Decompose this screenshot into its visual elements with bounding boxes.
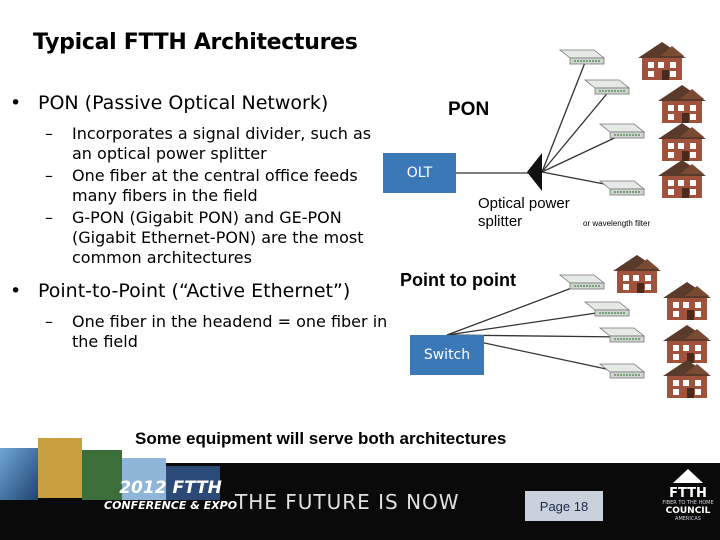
conference-logo-text: 2012 FTTH CONFERENCE & EXPO <box>104 480 237 514</box>
house-icon <box>658 85 706 123</box>
ont-device-icon <box>598 363 646 379</box>
ont-devices <box>558 49 646 379</box>
fiber-run <box>446 282 586 336</box>
sub-bullet: –One fiber in the headend = one fiber in… <box>10 312 390 352</box>
switch-box: Switch <box>410 335 484 375</box>
splitter-label: Optical power splitter or wavelength filt… <box>478 195 650 233</box>
bullet-p2p: • Point-to-Point (“Active Ethernet”) <box>10 280 390 302</box>
house-icon <box>638 42 686 80</box>
bullet-dot: • <box>10 92 22 114</box>
sub-bullet-text: One fiber in the headend = one fiber in … <box>72 312 388 351</box>
tagline: THE FUTURE IS NOW <box>235 490 460 514</box>
splitter-small-text: or wavelength filter <box>583 219 651 228</box>
council-tiny: FIBER TO THE HOME <box>662 500 714 506</box>
page-number: Page 18 <box>525 491 603 521</box>
ont-device-icon <box>583 301 631 317</box>
fiber-drop <box>541 59 587 173</box>
photo-tile <box>122 458 166 500</box>
bullet-dot: • <box>10 280 22 302</box>
strip-base <box>0 500 220 540</box>
pon-fibers <box>456 59 626 189</box>
sub-bullet-text: G-PON (Gigabit PON) and GE-PON (Gigabit … <box>72 208 364 267</box>
sub-bullet: –Incorporates a signal divider, such as … <box>10 124 390 164</box>
dash-marker: – <box>45 166 53 185</box>
footer-note: Some equipment will serve both architect… <box>135 429 507 448</box>
splitter-text: Optical power splitter <box>478 195 570 230</box>
fiber-drop <box>541 89 611 173</box>
p2p-subpoints: –One fiber in the headend = one fiber in… <box>10 312 390 352</box>
ftth-council-logo: FTTH FIBER TO THE HOME COUNCIL AMERICAS <box>660 468 716 522</box>
fiber-drop <box>541 132 626 173</box>
conference-year: 2012 FTTH <box>119 478 222 498</box>
dash-marker: – <box>45 208 53 227</box>
ont-device-icon <box>558 49 606 65</box>
bullet-pon: • PON (Passive Optical Network) <box>10 92 390 114</box>
council-big: FTTH <box>669 486 707 501</box>
conference-subtitle: CONFERENCE & EXPO <box>104 499 238 512</box>
house-icon <box>663 282 711 320</box>
sub-bullet: –One fiber at the central office feeds m… <box>10 166 390 206</box>
house-icon <box>658 123 706 161</box>
bullet-list: •PON (Passive Optical Network) –Incorpor… <box>10 92 390 364</box>
fiber-run <box>446 310 611 336</box>
council-mid: COUNCIL <box>665 506 711 516</box>
dash-marker: – <box>45 312 53 331</box>
sub-bullet-text: One fiber at the central office feeds ma… <box>72 166 358 205</box>
ont-device-icon <box>598 123 646 139</box>
ont-device-icon <box>598 180 646 196</box>
bullet-pon-text: PON (Passive Optical Network) <box>38 92 329 114</box>
house-icon <box>663 360 711 398</box>
houses <box>613 42 711 398</box>
pon-subpoints: –Incorporates a signal divider, such as … <box>10 124 390 268</box>
house-icon <box>663 325 711 363</box>
conference-image-strip <box>0 438 220 540</box>
house-icon <box>658 160 706 198</box>
slide-title: Typical FTTH Architectures <box>33 30 358 55</box>
council-region: AMERICAS <box>675 516 701 522</box>
photo-tile <box>38 438 82 498</box>
photo-tile <box>82 450 122 500</box>
splitter-triangle <box>527 153 542 191</box>
arrows-icon <box>673 469 703 483</box>
olt-box: OLT <box>383 153 456 193</box>
house-icon <box>613 255 661 293</box>
ont-device-icon <box>598 327 646 343</box>
photo-tile <box>0 448 38 503</box>
sub-bullet: –G-PON (Gigabit PON) and GE-PON (Gigabit… <box>10 208 390 268</box>
bullet-p2p-text: Point-to-Point (“Active Ethernet”) <box>38 280 351 302</box>
ont-device-icon <box>583 79 631 95</box>
ont-device-icon <box>558 274 606 290</box>
photo-tile <box>166 466 220 500</box>
pon-label: PON <box>448 99 490 120</box>
point-to-point-label: Point to point <box>400 270 516 290</box>
sub-bullet-text: Incorporates a signal divider, such as a… <box>72 124 372 163</box>
dash-marker: – <box>45 124 53 143</box>
